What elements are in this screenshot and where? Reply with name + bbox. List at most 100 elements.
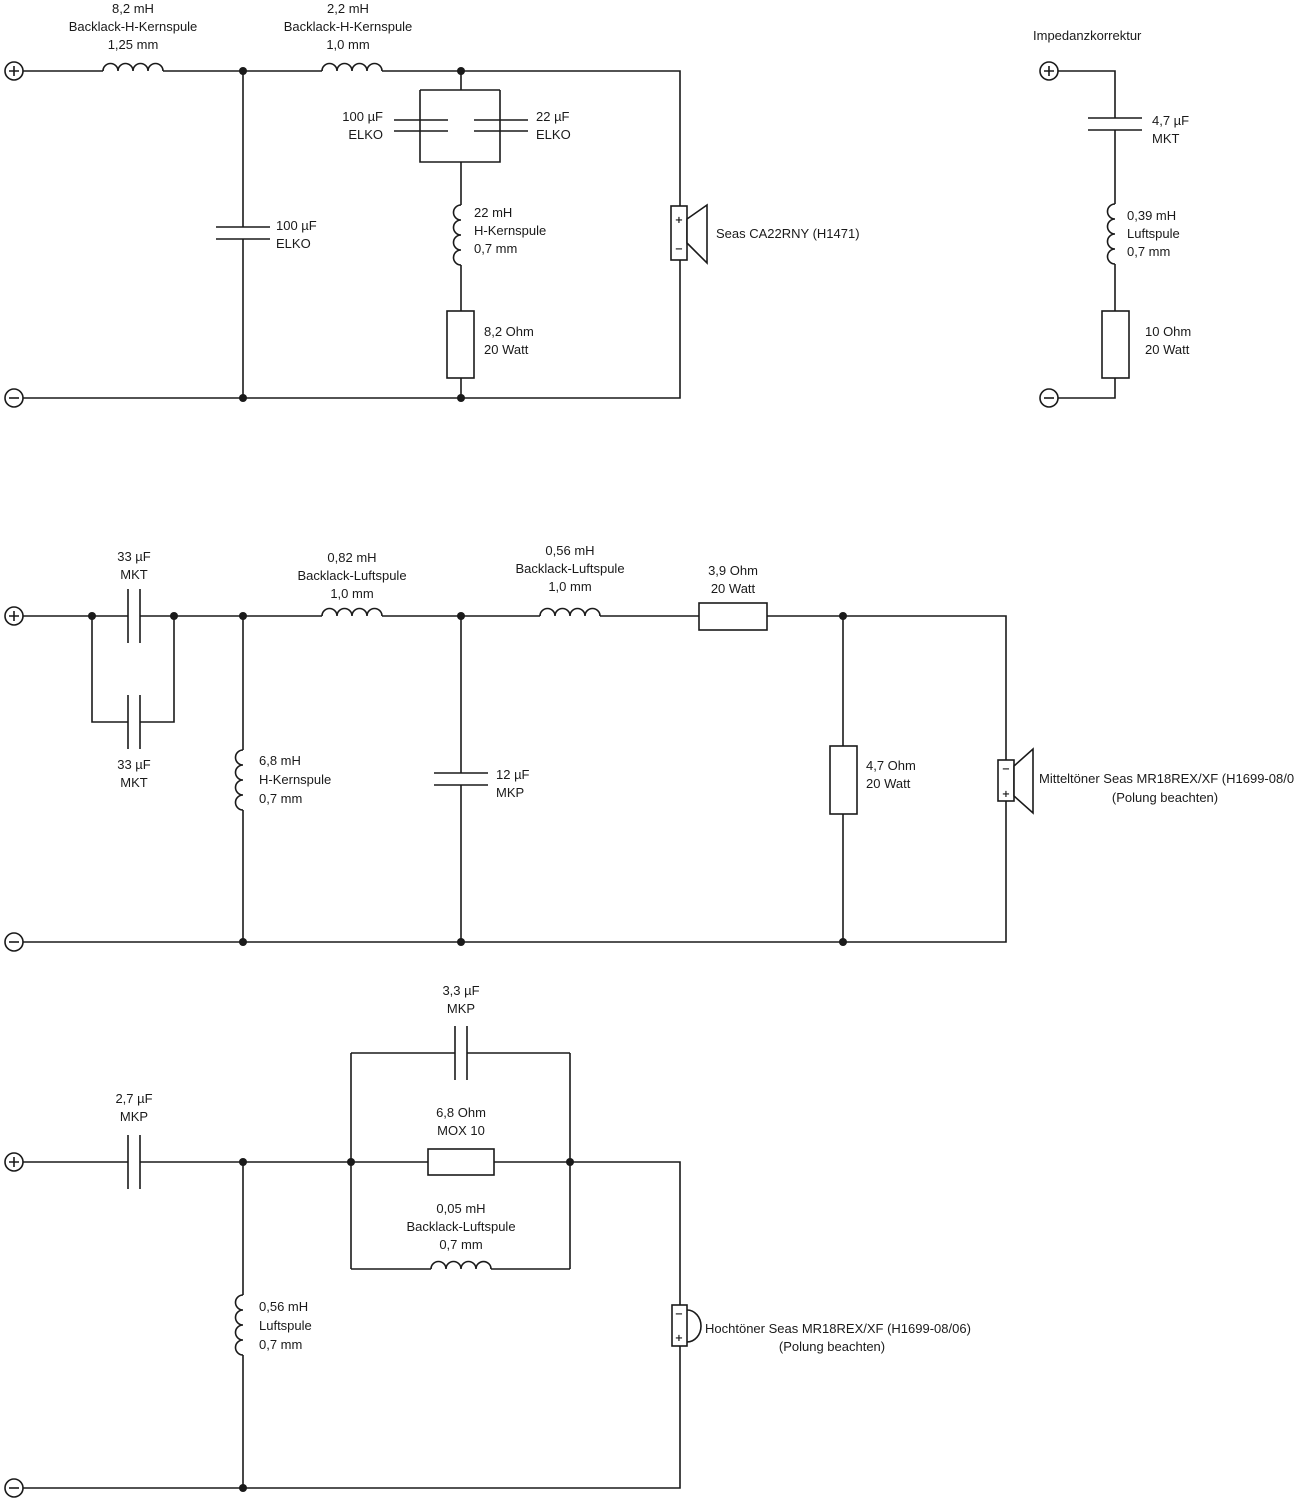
c2-value: 100 µF	[342, 109, 383, 124]
zobel-c-type: MKT	[1152, 131, 1180, 146]
tw-speaker-label: Hochtöner Seas MR18REX/XF (H1699-08/06)	[705, 1321, 971, 1336]
mid-l3-wire: 0,7 mm	[259, 791, 302, 806]
mid-r2-power: 20 Watt	[866, 776, 911, 791]
mid-r1-value: 3,9 Ohm	[708, 563, 758, 578]
mid-c1-type: MKT	[120, 567, 148, 582]
resistor-symbol	[829, 745, 858, 815]
r1-value: 8,2 Ohm	[484, 324, 534, 339]
tweeter-speaker-icon: − +	[671, 1304, 702, 1347]
positive-terminal-icon	[4, 606, 24, 626]
tw-speaker-note: (Polung beachten)	[779, 1339, 885, 1354]
inductor-symbol	[539, 607, 601, 617]
capacitor-symbol	[127, 589, 141, 643]
capacitor-symbol	[474, 119, 528, 132]
positive-terminal-icon	[1039, 61, 1059, 81]
inductor-symbol	[102, 62, 164, 72]
c3-value: 22 µF	[536, 109, 570, 124]
mid-speaker-note: (Polung beachten)	[1112, 790, 1218, 805]
c2-type: ELKO	[348, 127, 383, 142]
tw-l1-value: 0,05 mH	[436, 1201, 485, 1216]
zobel-l-type: Luftspule	[1127, 226, 1180, 241]
capacitor-symbol	[1088, 117, 1142, 131]
zobel-r-value: 10 Ohm	[1145, 324, 1191, 339]
mid-l3-type: H-Kernspule	[259, 772, 331, 787]
mid-c2-type: MKT	[120, 775, 148, 790]
capacitor-symbol	[394, 119, 448, 132]
tw-c1-value: 2,7 µF	[115, 1091, 152, 1106]
l1-value: 8,2 mH	[112, 1, 154, 16]
negative-terminal-icon	[4, 1478, 24, 1498]
tw-l1-wire: 0,7 mm	[439, 1237, 482, 1252]
l2-type: Backlack-H-Kernspule	[284, 19, 413, 34]
mid-r1-power: 20 Watt	[711, 581, 756, 596]
svg-text:−: −	[1002, 764, 1010, 775]
tw-l2-value: 0,56 mH	[259, 1299, 308, 1314]
l2-value: 2,2 mH	[327, 1, 369, 16]
woofer-circuit: + − 8,2 mH Backlack-H-Kernspule 1,25 mm …	[4, 1, 860, 408]
impedance-correction-circuit: Impedanzkorrektur 4,7 µF MKT 0,39 mH Luf…	[1033, 28, 1191, 408]
midrange-circuit: − + 33 µF MKT 33 µF MKT 0,82 mH Backlack…	[4, 543, 1294, 952]
tw-c2-type: MKP	[447, 1001, 475, 1016]
zobel-l-wire: 0,7 mm	[1127, 244, 1170, 259]
woofer-speaker-icon: + −	[670, 203, 708, 265]
mid-c3-type: MKP	[496, 785, 524, 800]
c3-type: ELKO	[536, 127, 571, 142]
zobel-l-value: 0,39 mH	[1127, 208, 1176, 223]
negative-terminal-icon	[4, 932, 24, 952]
zobel-c-value: 4,7 µF	[1152, 113, 1189, 128]
tw-r1-type: MOX 10	[437, 1123, 485, 1138]
mid-c1-value: 33 µF	[117, 549, 151, 564]
l3-wire: 0,7 mm	[474, 241, 517, 256]
tweeter-circuit: − + 2,7 µF MKP 3,3 µF MKP 6,8 Ohm MOX 10…	[4, 983, 971, 1498]
svg-text:+: +	[675, 215, 683, 226]
c1-type: ELKO	[276, 236, 311, 251]
resistor-symbol	[698, 602, 768, 631]
zobel-r-power: 20 Watt	[1145, 342, 1190, 357]
negative-terminal-icon	[4, 388, 24, 408]
capacitor-symbol	[454, 1026, 468, 1080]
mid-l2-type: Backlack-Luftspule	[515, 561, 624, 576]
negative-terminal-icon	[1039, 388, 1059, 408]
inductor-symbol	[1106, 203, 1116, 265]
inductor-symbol	[321, 607, 383, 617]
c1-value: 100 µF	[276, 218, 317, 233]
inductor-symbol	[430, 1260, 492, 1270]
mid-l1-value: 0,82 mH	[327, 550, 376, 565]
capacitor-symbol	[127, 1135, 141, 1189]
tw-c1-type: MKP	[120, 1109, 148, 1124]
svg-text:+: +	[1002, 789, 1010, 800]
resistor-symbol	[427, 1148, 495, 1176]
inductor-symbol	[234, 749, 244, 811]
capacitor-symbol	[127, 695, 141, 749]
l1-type: Backlack-H-Kernspule	[69, 19, 198, 34]
mid-l1-type: Backlack-Luftspule	[297, 568, 406, 583]
mid-l2-wire: 1,0 mm	[548, 579, 591, 594]
mid-l2-value: 0,56 mH	[545, 543, 594, 558]
svg-text:+: +	[675, 1333, 683, 1344]
tw-l1-type: Backlack-Luftspule	[406, 1219, 515, 1234]
capacitor-symbol	[434, 772, 488, 786]
inductor-symbol	[452, 204, 462, 266]
resistor-symbol	[446, 310, 475, 379]
mid-c3-value: 12 µF	[496, 767, 530, 782]
svg-text:−: −	[675, 244, 683, 255]
positive-terminal-icon	[4, 61, 24, 81]
positive-terminal-icon	[4, 1152, 24, 1172]
l3-value: 22 mH	[474, 205, 512, 220]
mid-l1-wire: 1,0 mm	[330, 586, 373, 601]
inductor-symbol	[234, 1294, 244, 1356]
capacitor-symbol	[216, 226, 270, 240]
l3-type: H-Kernspule	[474, 223, 546, 238]
mid-l3-value: 6,8 mH	[259, 753, 301, 768]
r1-power: 20 Watt	[484, 342, 529, 357]
tw-r1-value: 6,8 Ohm	[436, 1105, 486, 1120]
mid-r2-value: 4,7 Ohm	[866, 758, 916, 773]
woofer-speaker-label: Seas CA22RNY (H1471)	[716, 226, 860, 241]
l2-wire: 1,0 mm	[326, 37, 369, 52]
mid-c2-value: 33 µF	[117, 757, 151, 772]
tw-l2-type: Luftspule	[259, 1318, 312, 1333]
inductor-symbol	[321, 62, 383, 72]
l1-wire: 1,25 mm	[108, 37, 159, 52]
tw-l2-wire: 0,7 mm	[259, 1337, 302, 1352]
